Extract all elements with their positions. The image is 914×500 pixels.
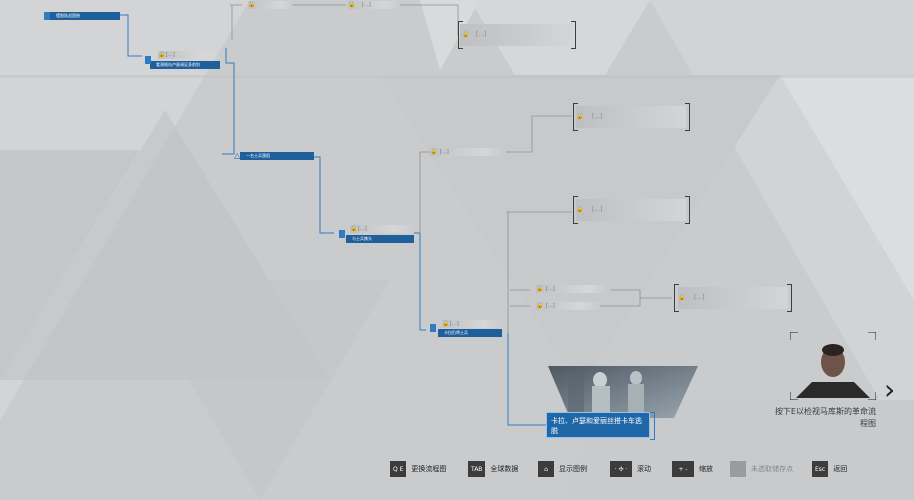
flow-node-locked[interactable]: 🔒 [...]	[430, 148, 506, 156]
lock-icon: 🔒	[248, 1, 256, 8]
flow-ending-locked[interactable]: [...]	[678, 287, 788, 309]
key-tab-icon: TAB	[468, 461, 486, 477]
ending-bracket	[571, 21, 576, 49]
lock-icon: 🔒	[462, 31, 470, 38]
flow-node-locked[interactable]: 🔒 [...]	[536, 302, 600, 310]
flow-ending-locked[interactable]: [...]	[460, 24, 572, 46]
lock-icon: 🔒	[348, 1, 356, 8]
ending-bracket	[458, 21, 463, 49]
lock-icon: 🔒	[576, 206, 584, 213]
node-marker-icon	[44, 12, 50, 20]
flow-node-luther-choice[interactable]: 看潜格向卢瑟调证身前别	[150, 61, 220, 69]
flow-node-soldier-resists[interactable]: 一名士兵堕阻	[240, 152, 314, 160]
hint-show-legend[interactable]: ⌂ 显示图例	[538, 460, 587, 478]
ending-bracket	[685, 196, 690, 224]
lock-icon: 🔒	[442, 320, 450, 327]
key-touchpad-icon: ⌂	[538, 461, 554, 477]
ending-bracket	[787, 284, 792, 312]
ending-bracket	[685, 103, 690, 131]
flow-node-locked[interactable]: 🔒 [...]	[158, 51, 220, 59]
key-esc-icon: Esc	[812, 461, 829, 477]
hint-change-flowchart[interactable]: Q E 更换流程图	[390, 460, 446, 478]
flow-node-locked[interactable]: 🔒 [...]	[348, 1, 400, 9]
lock-icon: 🔒	[430, 148, 438, 155]
ending-bracket	[573, 103, 578, 131]
lock-icon: 🔒	[536, 302, 544, 309]
hint-global-data[interactable]: TAB 全球数据	[468, 460, 518, 478]
lock-icon: 🔒	[536, 285, 544, 292]
markus-portrait[interactable]	[790, 332, 876, 400]
lock-icon: 🔒	[678, 294, 686, 301]
flow-ending-locked[interactable]: [...]	[576, 106, 686, 128]
flow-node-kara-soldier[interactable]: 卡拉仍将土兵	[438, 329, 502, 337]
lock-icon: 🔒	[350, 225, 358, 232]
hint-no-savepoint[interactable]: 未选取储存点	[730, 460, 793, 478]
key-dpad-icon: · ✣ ·	[610, 461, 632, 477]
key-qe-icon: Q E	[390, 461, 407, 477]
flow-node-locked[interactable]: 🔒 [...]	[442, 320, 502, 328]
flow-node-truck-escape[interactable]: 卡拉、卢瑟和爱丽丝搭卡车逃脱	[546, 412, 650, 438]
side-hint-text: 按下E以检视马库斯的革命流程图	[774, 407, 876, 428]
lock-icon: 🔒	[158, 51, 166, 58]
flow-node-locked[interactable]: 🔒	[248, 1, 294, 9]
ending-bracket	[573, 196, 578, 224]
flow-ending-locked[interactable]: [...]	[576, 199, 686, 221]
node-marker-icon	[430, 324, 436, 332]
node-marker-icon	[145, 56, 151, 64]
key-plus-minus-icon: + -	[672, 461, 694, 477]
warning-icon: △	[234, 151, 241, 160]
flow-node-with-soldier[interactable]: 与士兵携头	[346, 235, 414, 243]
flow-node-escape-checkpoint[interactable]: 摆脱陆战国统	[50, 12, 120, 20]
featured-bracket	[650, 412, 655, 440]
node-marker-icon	[339, 230, 345, 238]
ending-thumbnail-image	[548, 366, 698, 418]
lock-icon: 🔒	[576, 113, 584, 120]
hint-scroll[interactable]: · ✣ · 滚动	[610, 460, 651, 478]
hint-back[interactable]: Esc 返回	[812, 460, 847, 478]
flow-node-locked[interactable]: 🔒 [...]	[350, 225, 414, 233]
ending-bracket	[674, 284, 679, 312]
key-savepoint-icon	[730, 461, 746, 477]
chevron-right-icon[interactable]: ›	[884, 373, 896, 406]
flow-node-locked[interactable]: 🔒 [...]	[536, 285, 610, 293]
hint-zoom[interactable]: + - 缩放	[672, 460, 713, 478]
